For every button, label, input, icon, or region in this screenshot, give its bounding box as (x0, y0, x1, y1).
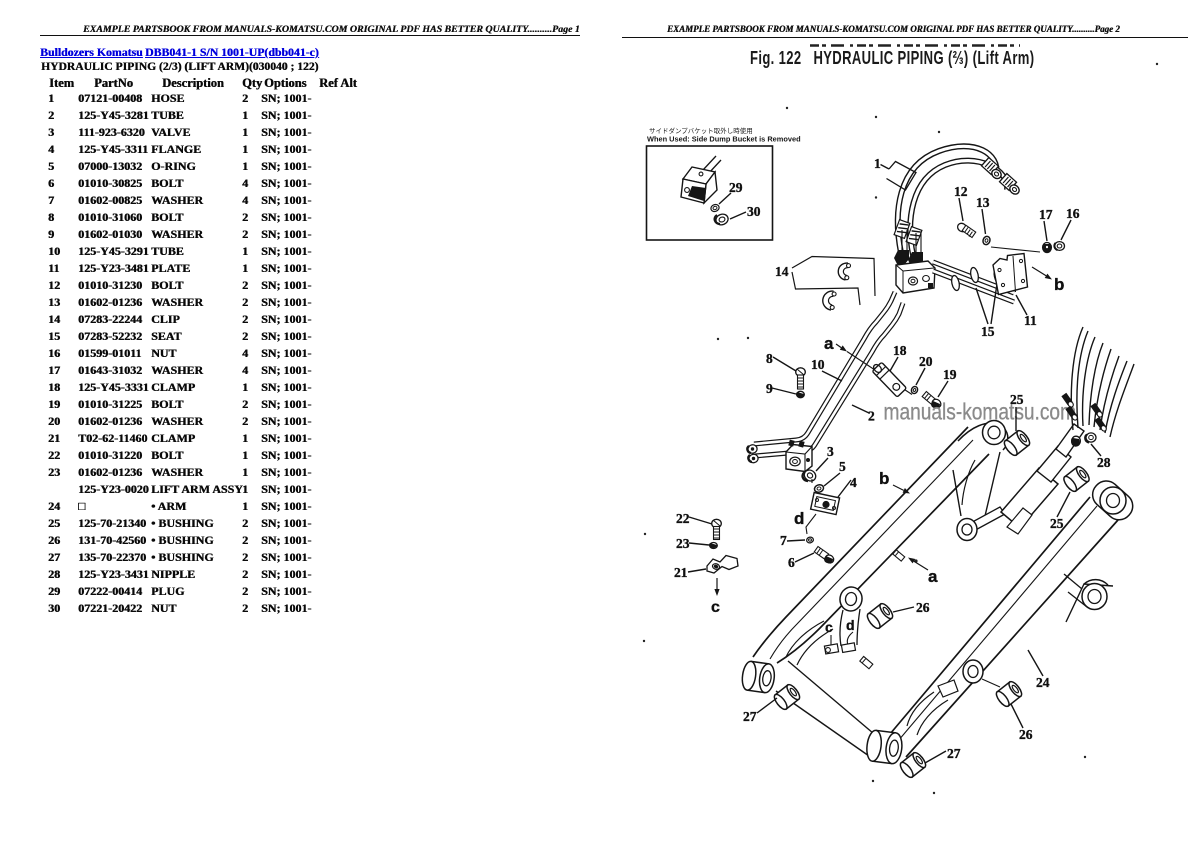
svg-text:manuals-komatsu.com: manuals-komatsu.com (884, 399, 1077, 425)
svg-text:16: 16 (1066, 206, 1080, 221)
svg-text:25: 25 (1050, 516, 1064, 531)
svg-text:c: c (711, 599, 720, 616)
svg-text:5: 5 (839, 459, 846, 474)
svg-text:c: c (825, 619, 833, 635)
svg-text:4: 4 (850, 475, 857, 490)
svg-text:18: 18 (893, 343, 907, 358)
svg-text:2: 2 (868, 409, 875, 424)
svg-text:7: 7 (780, 533, 787, 548)
svg-text:3: 3 (827, 444, 834, 459)
svg-text:b: b (1054, 275, 1064, 294)
svg-text:d: d (846, 617, 855, 633)
svg-text:11: 11 (1024, 313, 1037, 328)
svg-text:22: 22 (676, 511, 690, 526)
svg-text:13: 13 (976, 195, 990, 210)
svg-text:27: 27 (743, 709, 757, 724)
svg-text:27: 27 (947, 746, 961, 761)
svg-text:30: 30 (747, 204, 761, 219)
svg-text:9: 9 (766, 381, 773, 396)
svg-text:8: 8 (766, 351, 773, 366)
svg-text:23: 23 (676, 536, 690, 551)
svg-text:6: 6 (788, 555, 795, 570)
svg-text:b: b (879, 469, 889, 488)
svg-text:d: d (794, 509, 804, 528)
svg-text:29: 29 (729, 180, 743, 195)
svg-text:17: 17 (1039, 207, 1053, 222)
svg-text:21: 21 (674, 565, 688, 580)
svg-text:a: a (928, 567, 938, 586)
svg-text:26: 26 (1019, 727, 1033, 742)
svg-text:24: 24 (1036, 675, 1050, 690)
svg-text:a: a (824, 334, 834, 353)
svg-text:12: 12 (954, 184, 968, 199)
svg-text:28: 28 (1097, 455, 1111, 470)
svg-text:10: 10 (811, 357, 825, 372)
svg-text:15: 15 (981, 324, 995, 339)
svg-text:25: 25 (1010, 392, 1024, 407)
svg-text:14: 14 (775, 264, 789, 279)
svg-text:20: 20 (919, 354, 933, 369)
svg-text:19: 19 (943, 367, 957, 382)
svg-text:サイドダンプバケット取外し時使用: サイドダンプバケット取外し時使用 (649, 126, 753, 135)
svg-text:When Used: Side Dump Bucket is: When Used: Side Dump Bucket is Removed (647, 135, 801, 144)
svg-text:26: 26 (916, 600, 930, 615)
svg-text:1: 1 (874, 156, 881, 171)
